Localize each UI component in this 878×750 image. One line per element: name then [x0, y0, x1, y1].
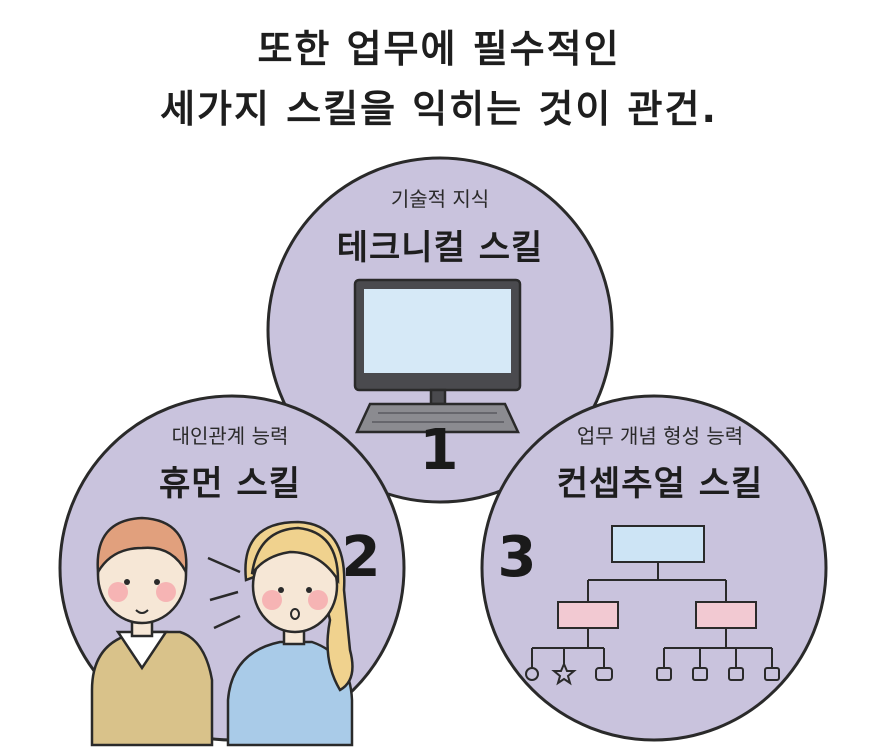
- skill-3-number: 3: [497, 525, 537, 590]
- computer-monitor-keyboard-icon: [353, 278, 522, 434]
- skill-3-title: 컨셉추얼 스킬: [556, 464, 764, 504]
- skill-1-subtitle: 기술적 지식: [390, 187, 490, 211]
- skill-3-circle: [480, 394, 828, 742]
- headline-line-1: 또한 업무에 필수적인: [257, 27, 621, 71]
- headline-line-2: 세가지 스킬을 익히는 것이 관건.: [160, 87, 718, 131]
- skill-1-title: 테크니컬 스킬: [336, 228, 544, 268]
- org-chart-icon: [525, 525, 780, 686]
- skill-2-number: 2: [341, 525, 381, 590]
- two-people-talking-icon: [90, 516, 354, 747]
- skill-2-subtitle: 대인관계 능력: [171, 424, 289, 448]
- skill-3-subtitle: 업무 개념 형성 능력: [576, 424, 744, 448]
- skill-2-title: 휴먼 스킬: [159, 464, 301, 504]
- skill-1-number: 1: [419, 418, 459, 483]
